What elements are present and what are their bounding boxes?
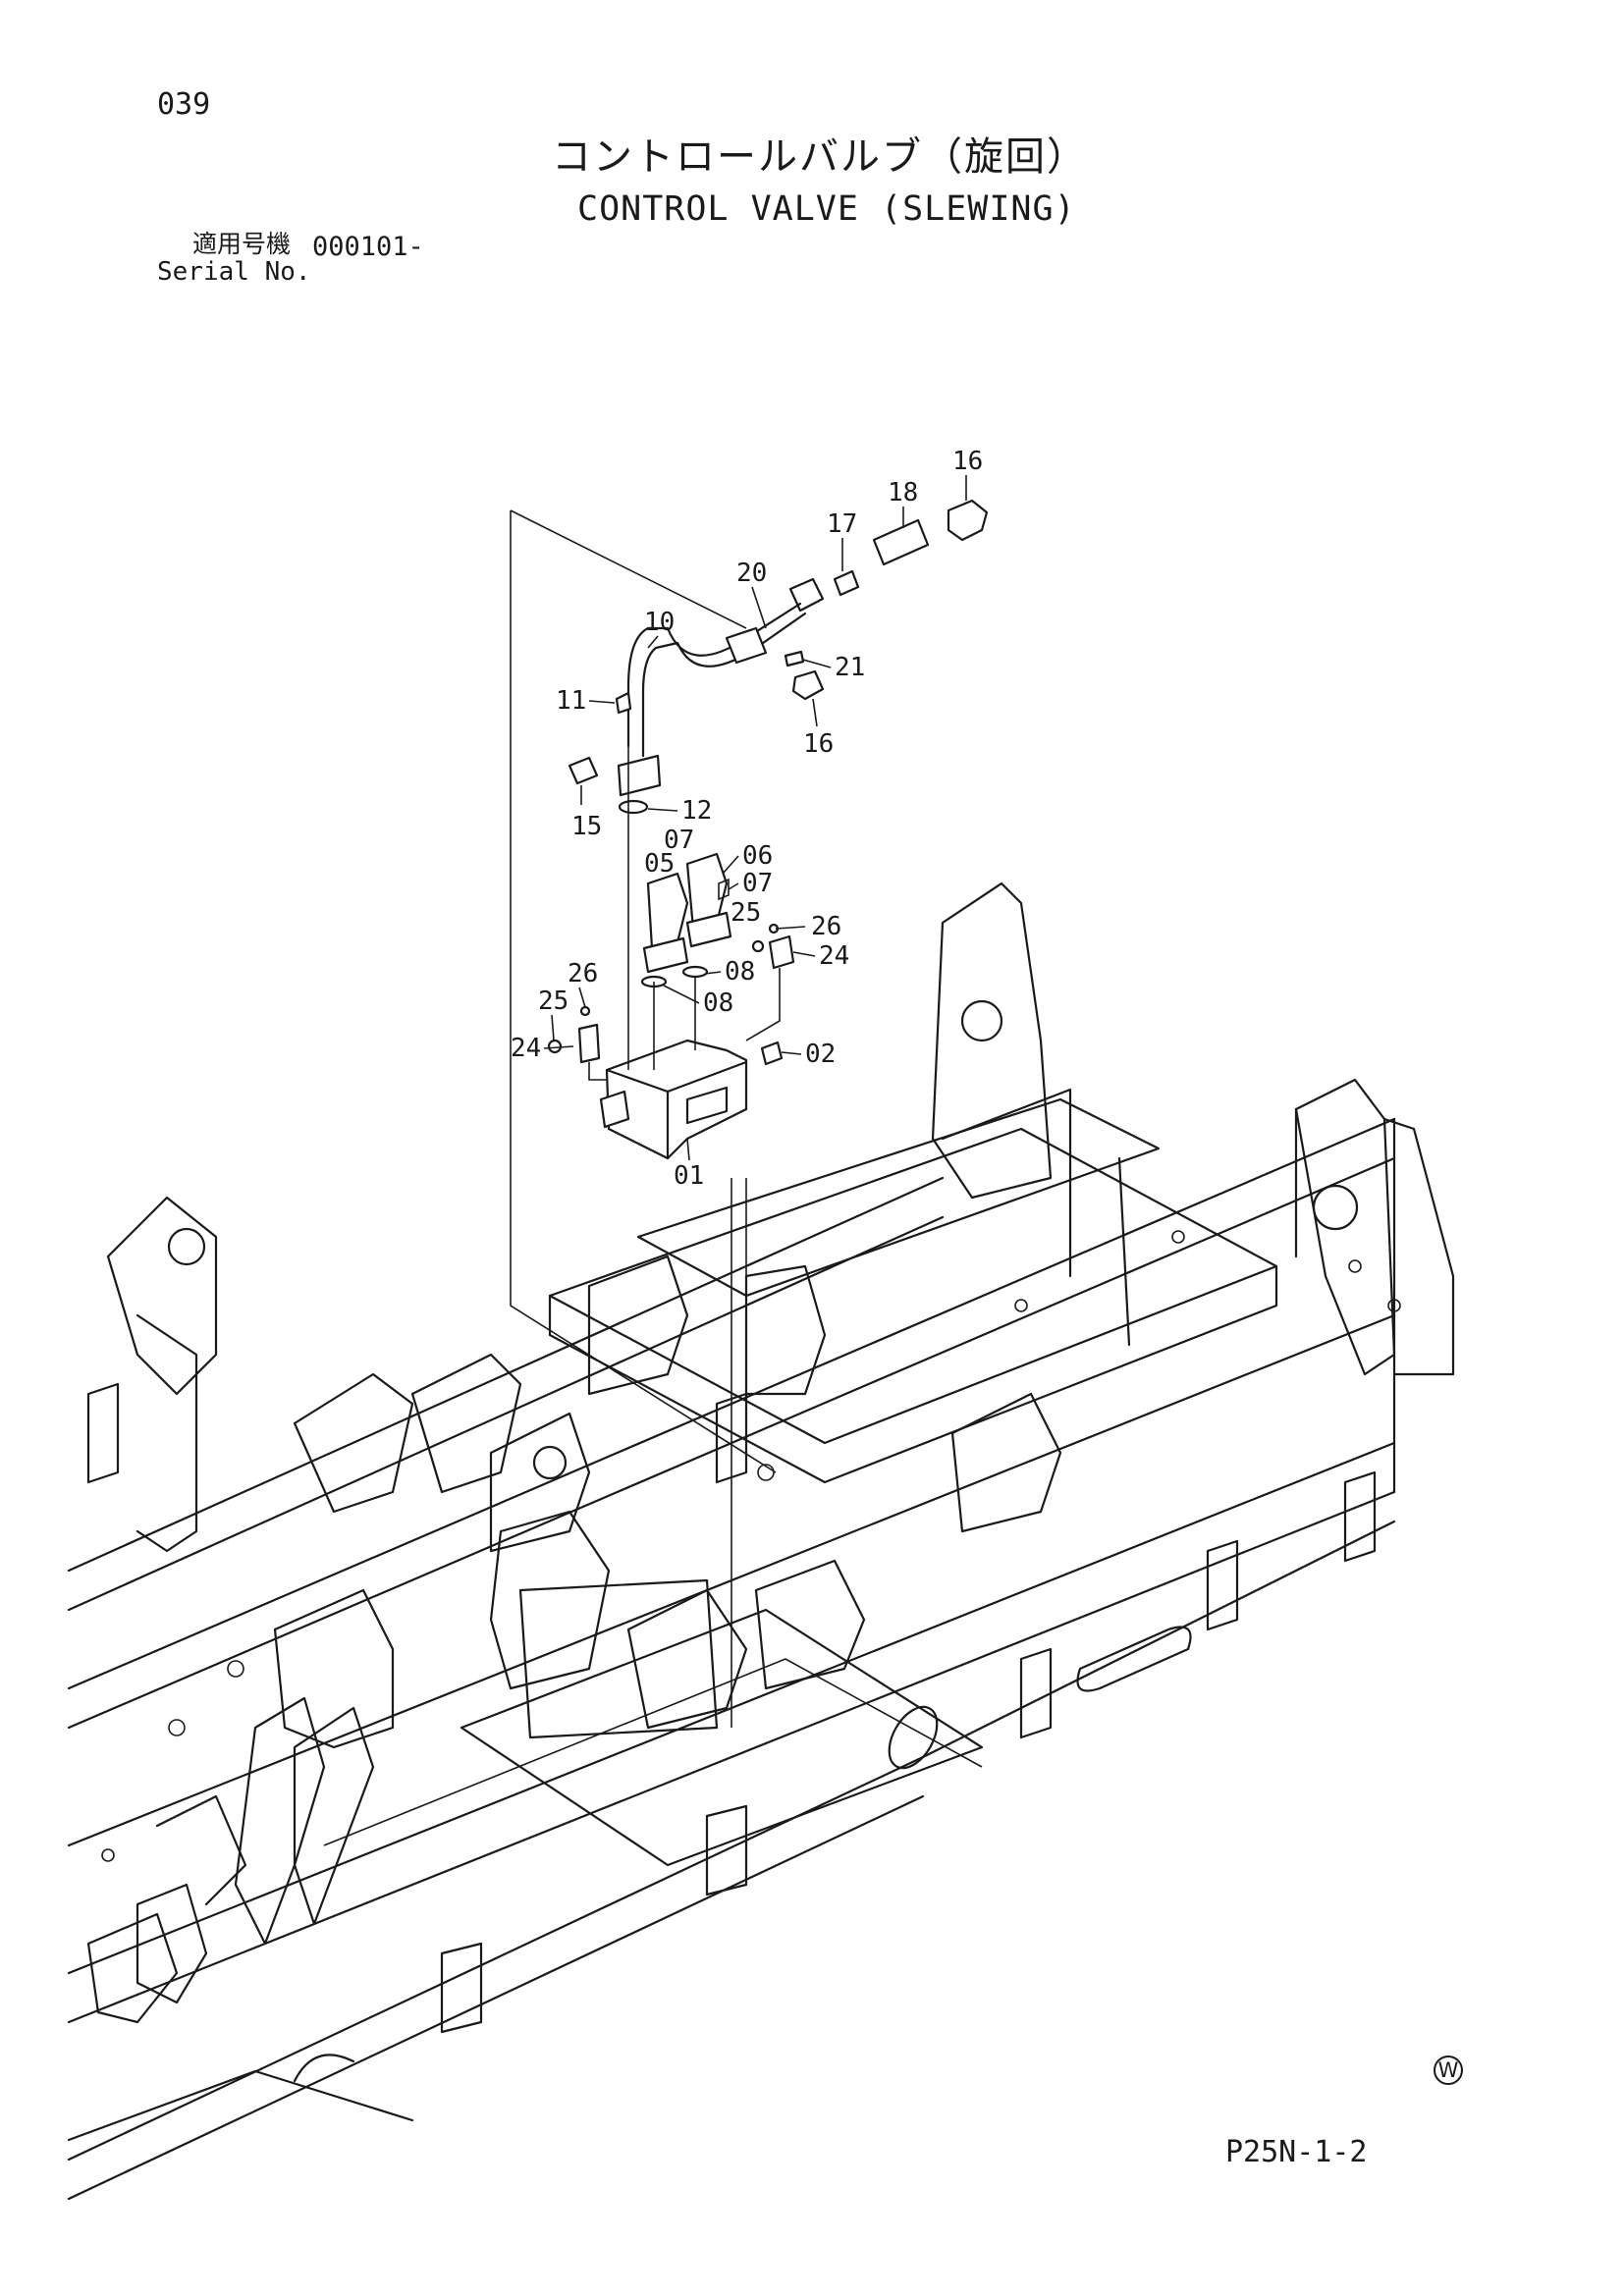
exploded-view-boundary [510, 509, 777, 1728]
callout-24-right: 24 [819, 941, 849, 971]
callout-15: 15 [571, 812, 602, 841]
title-english: CONTROL VALVE (SLEWING) [577, 189, 1076, 229]
serial-number-value: 000101- [312, 232, 424, 262]
callout-10: 10 [644, 608, 675, 637]
callout-06: 06 [742, 841, 773, 871]
serial-label-japanese: 適用号機 [192, 230, 292, 258]
callout-20: 20 [736, 559, 767, 588]
serial-label-english: Serial No. [157, 257, 311, 287]
callout-12: 12 [681, 796, 712, 826]
callout-01: 01 [674, 1161, 704, 1191]
callout-26-right: 26 [811, 912, 841, 941]
drawing-code: P25N-1-2 [1225, 2135, 1368, 2169]
title-japanese: コントロールバルブ（旋回） [552, 134, 1088, 180]
callout-11: 11 [556, 686, 586, 716]
watermark-w-circle: W [1434, 2056, 1463, 2085]
callout-08-upper: 08 [725, 957, 755, 987]
callout-labels: 16 18 17 20 10 21 11 16 15 12 07 05 06 0… [511, 447, 983, 1191]
callout-24-left: 24 [511, 1034, 541, 1063]
callout-18: 18 [888, 478, 918, 507]
callout-17: 17 [827, 509, 857, 539]
callout-05: 05 [644, 849, 675, 879]
control-valve-assembly [547, 499, 989, 1160]
callout-16-lower: 16 [803, 729, 834, 759]
callout-07-left: 07 [664, 826, 694, 855]
callout-08-lower: 08 [703, 988, 733, 1018]
callout-16-top: 16 [952, 447, 983, 476]
callout-26-left: 26 [568, 959, 598, 988]
callout-07-right: 07 [742, 869, 773, 898]
callout-25-left: 25 [538, 987, 568, 1016]
callout-21: 21 [835, 653, 865, 682]
callout-02: 02 [805, 1040, 836, 1069]
page-number: 039 [157, 87, 211, 122]
callout-25-right: 25 [731, 898, 761, 928]
revolving-frame-drawing [67, 881, 1455, 2201]
callout-leaders [543, 475, 967, 1161]
